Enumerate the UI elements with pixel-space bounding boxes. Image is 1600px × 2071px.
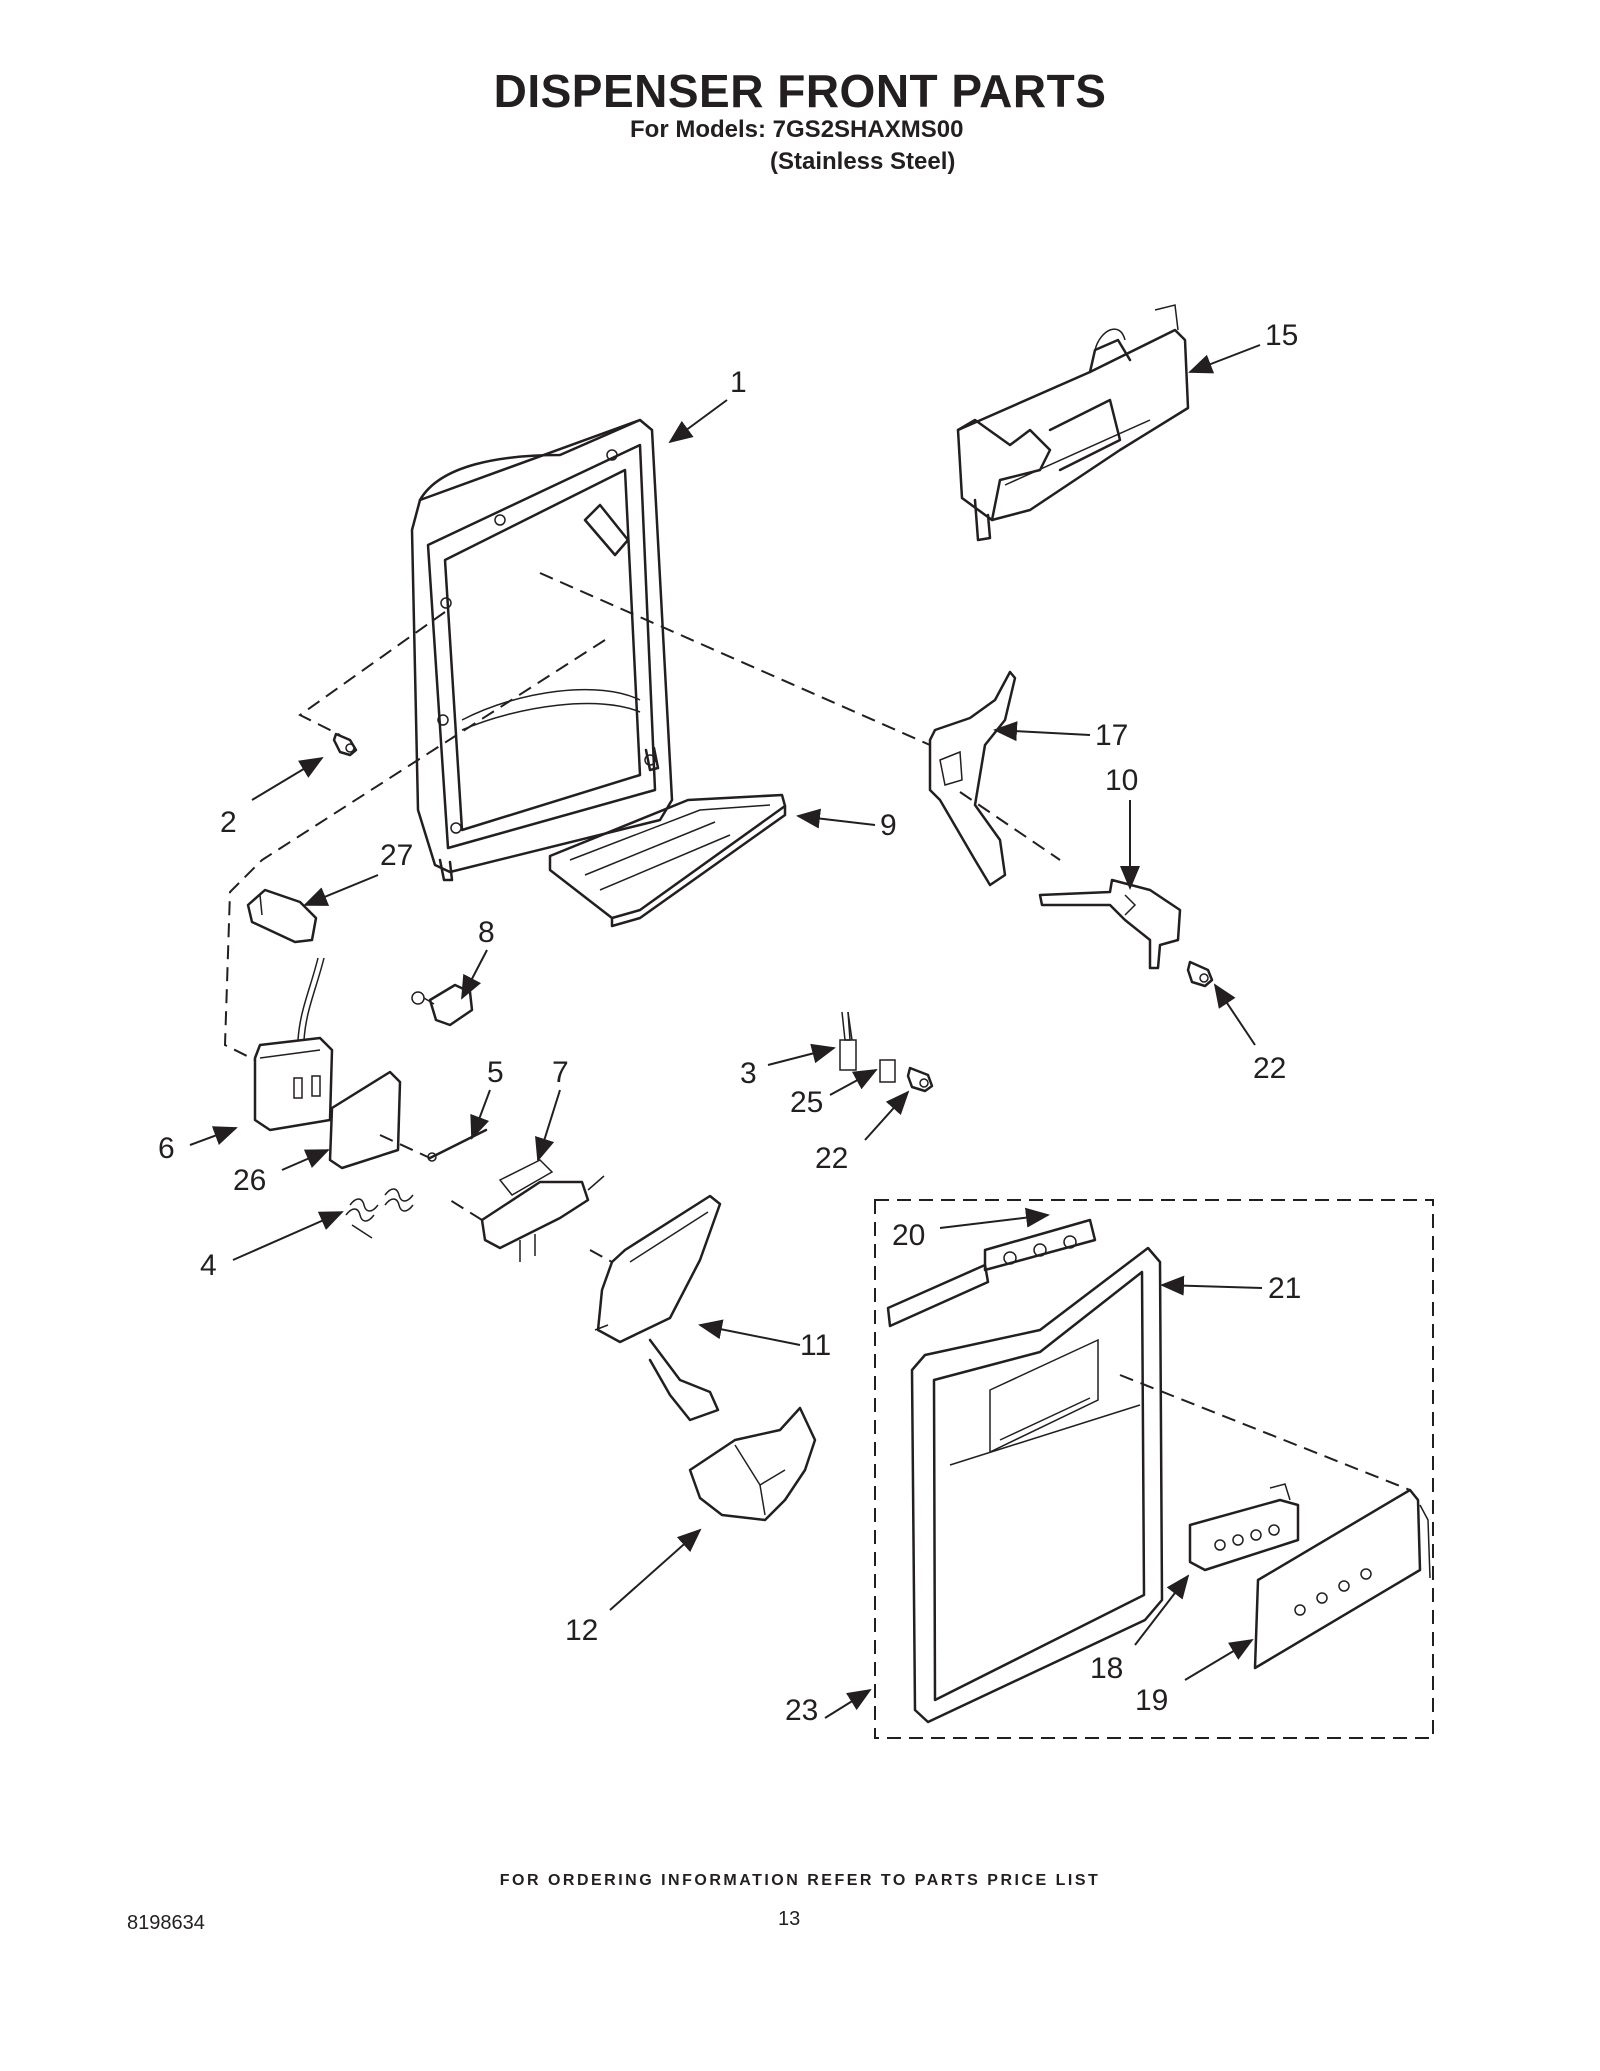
dash-line-3 bbox=[223, 639, 606, 1061]
callout-22-right: 22 bbox=[1253, 1052, 1286, 1085]
part-8-solenoid bbox=[411, 983, 474, 1027]
part-1-housing bbox=[410, 418, 674, 882]
part-4-spring bbox=[345, 1188, 414, 1239]
dash-line-4 bbox=[959, 791, 1061, 861]
callout-17: 17 bbox=[1095, 719, 1128, 752]
page-title: DISPENSER FRONT PARTS bbox=[493, 65, 1107, 117]
dash-line-7 bbox=[589, 1249, 613, 1263]
part-11-funnel bbox=[594, 1194, 722, 1422]
part-22-screw-center bbox=[906, 1066, 934, 1093]
callout-22-center: 22 bbox=[815, 1142, 848, 1175]
callout-19: 19 bbox=[1135, 1684, 1168, 1717]
dash-line-8 bbox=[1119, 1374, 1411, 1491]
dash-line-5 bbox=[379, 1134, 431, 1159]
callout-5: 5 bbox=[487, 1056, 504, 1089]
callout-18: 18 bbox=[1090, 1652, 1123, 1685]
models-line: For Models: 7GS2SHAXMS00 bbox=[630, 116, 964, 143]
callout-6: 6 bbox=[158, 1132, 175, 1165]
part-9-tray bbox=[548, 793, 787, 928]
callout-26: 26 bbox=[233, 1164, 266, 1197]
dash-line-6 bbox=[449, 1199, 483, 1221]
part-15-module bbox=[956, 304, 1190, 542]
part-20-pcb bbox=[886, 1218, 1097, 1328]
callout-20: 20 bbox=[892, 1219, 925, 1252]
part-26-cover bbox=[328, 1070, 402, 1170]
callout-21: 21 bbox=[1268, 1272, 1301, 1305]
part-17-lever bbox=[928, 670, 1017, 887]
dash-line-1 bbox=[539, 572, 931, 746]
part-2-screw bbox=[332, 732, 358, 757]
part-6-module bbox=[253, 957, 334, 1132]
callout-3: 3 bbox=[740, 1057, 757, 1090]
part-21-faceplate bbox=[910, 1246, 1164, 1724]
finish-line: (Stainless Steel) bbox=[770, 148, 956, 175]
part-27-bracket bbox=[246, 888, 318, 944]
part-3-switch bbox=[839, 1011, 857, 1071]
callout-25: 25 bbox=[790, 1086, 823, 1119]
callout-27: 27 bbox=[380, 839, 413, 872]
part-5-pin bbox=[427, 1128, 488, 1162]
part-22-screw-right bbox=[1186, 960, 1214, 988]
document-number: 8198634 bbox=[127, 1912, 205, 1934]
part-18-switch-panel bbox=[1188, 1483, 1300, 1572]
part-7-latch bbox=[480, 1159, 605, 1262]
dash-line-2 bbox=[298, 611, 446, 736]
callout-2: 2 bbox=[220, 806, 237, 839]
part-10-actuator bbox=[1038, 878, 1182, 970]
callout-15: 15 bbox=[1265, 319, 1298, 352]
callout-23: 23 bbox=[785, 1694, 818, 1727]
callout-4: 4 bbox=[200, 1249, 217, 1282]
callout-9: 9 bbox=[880, 809, 897, 842]
part-25-clip bbox=[879, 1059, 896, 1083]
callout-11: 11 bbox=[800, 1329, 831, 1362]
ordering-note: FOR ORDERING INFORMATION REFER TO PARTS … bbox=[499, 1872, 1101, 1889]
callout-12: 12 bbox=[565, 1614, 598, 1647]
callout-7: 7 bbox=[552, 1056, 569, 1089]
assembly-dashed-box bbox=[874, 1199, 1434, 1739]
page-number: 13 bbox=[778, 1908, 801, 1930]
callout-10: 10 bbox=[1105, 764, 1138, 797]
callout-1: 1 bbox=[730, 366, 747, 399]
part-19-control-cover bbox=[1253, 1488, 1431, 1670]
callout-8: 8 bbox=[478, 916, 495, 949]
part-12-ice-chute bbox=[688, 1406, 817, 1522]
